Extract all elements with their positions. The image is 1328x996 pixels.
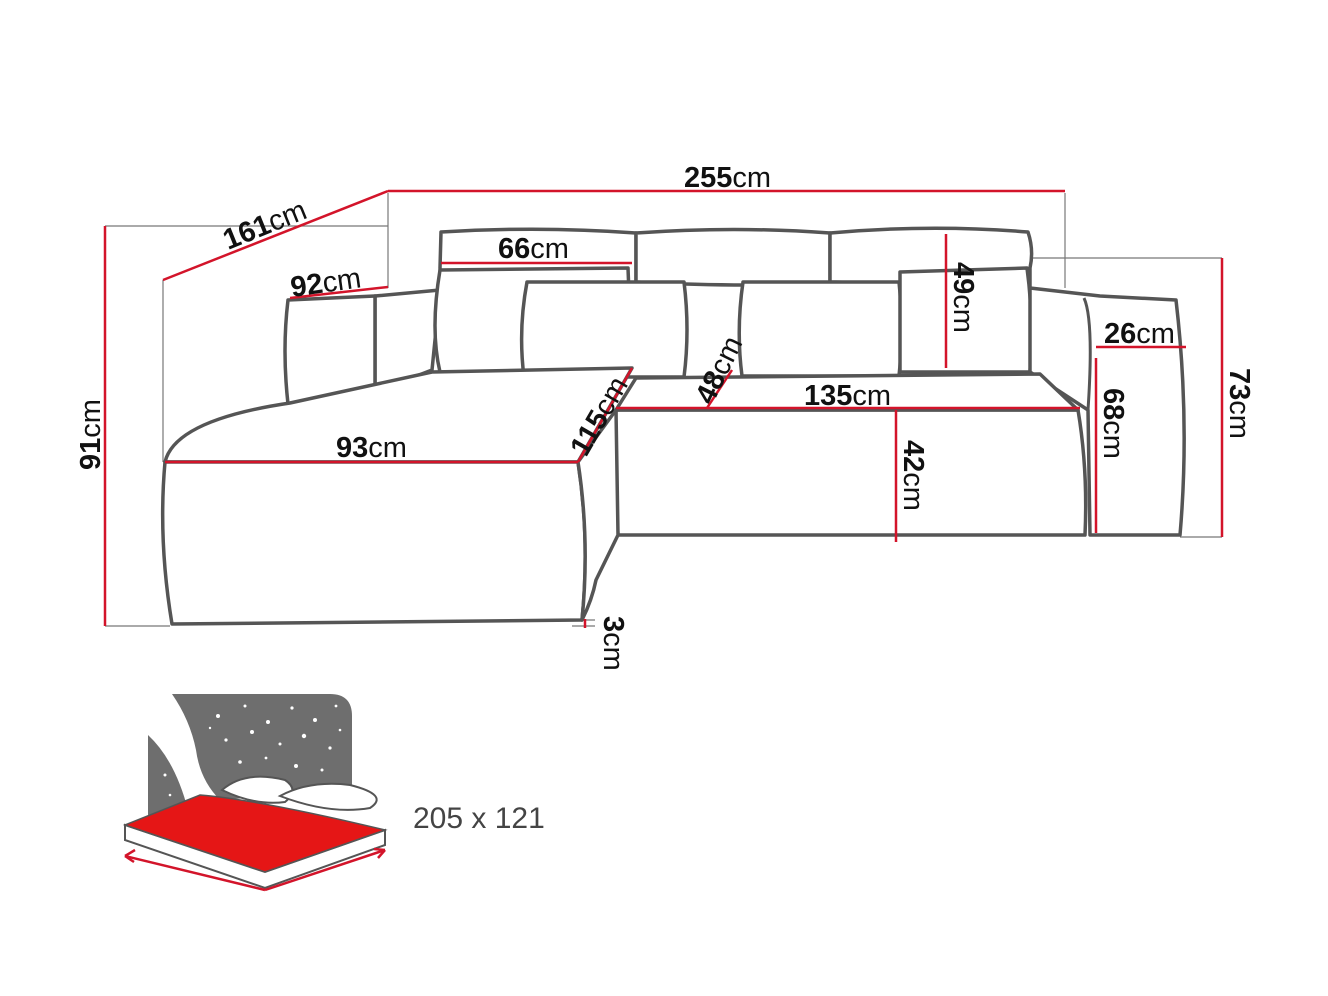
dimension-lines <box>103 189 1224 628</box>
sleeping-function-icon: 205 x 121 <box>122 694 545 892</box>
chaise-top <box>163 366 634 464</box>
label-total-width: 255cm <box>684 162 771 194</box>
label-chaise-depth: 161cm <box>219 194 312 256</box>
label-total-height: 73cm <box>1223 368 1255 439</box>
armrest-right <box>1028 286 1186 537</box>
label-chaise-width: 93cm <box>336 432 407 464</box>
pillow-left <box>519 280 689 379</box>
bed-mattress-icon <box>122 794 388 873</box>
corner-sofa <box>160 226 1186 626</box>
bed-width-arrow <box>124 854 266 892</box>
chaise-side <box>576 408 620 622</box>
label-armrest-width: 26cm <box>1104 318 1175 350</box>
label-armrest-height: 68cm <box>1097 388 1129 459</box>
back-cushion-middle <box>634 227 832 287</box>
label-backrest-depth: 92cm <box>289 262 364 304</box>
stars <box>163 704 342 797</box>
seat-top-right <box>614 372 1080 412</box>
pillow-right <box>737 280 904 378</box>
label-cushion-width: 66cm <box>498 233 569 265</box>
label-overall-depth: 91cm <box>75 399 107 470</box>
seat-main <box>612 408 1088 537</box>
sleeping-area-label: 205 x 121 <box>413 802 545 835</box>
extension-lines <box>105 193 1222 627</box>
label-seat-width: 135cm <box>804 380 891 412</box>
label-backrest-height: 49cm <box>947 262 979 333</box>
chaise-front <box>160 460 587 626</box>
label-leg-height: 3cm <box>597 616 629 671</box>
label-seat-height: 42cm <box>897 440 929 511</box>
night-sky-icon <box>172 694 352 800</box>
